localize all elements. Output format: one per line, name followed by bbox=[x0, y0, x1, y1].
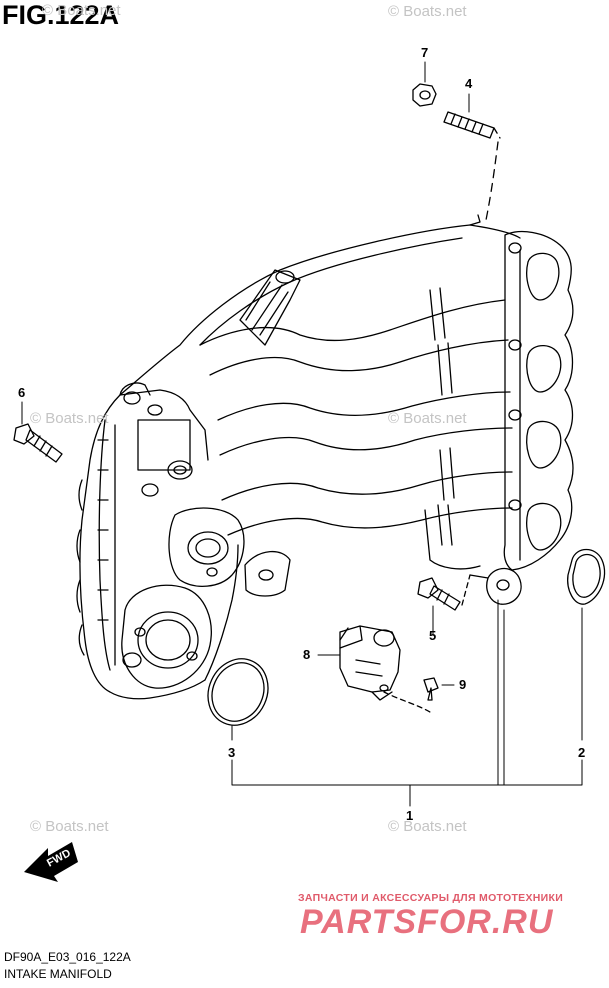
screw-drawing bbox=[423, 677, 439, 701]
o-ring-left-drawing bbox=[207, 658, 269, 726]
callout-4[interactable]: 4 bbox=[465, 76, 473, 91]
callout-5[interactable]: 5 bbox=[429, 628, 437, 643]
sensor-drawing bbox=[339, 625, 431, 713]
port-flange-drawing bbox=[469, 231, 574, 605]
bolt-6-drawing bbox=[13, 423, 63, 463]
watermark: © Boats.net bbox=[42, 2, 121, 19]
watermark: © Boats.net bbox=[388, 410, 467, 427]
callout-7[interactable]: 7 bbox=[421, 45, 429, 60]
bolt-5-drawing bbox=[417, 574, 471, 611]
watermark: © Boats.net bbox=[30, 410, 109, 427]
nut-drawing bbox=[412, 83, 437, 107]
watermark: © Boats.net bbox=[388, 3, 467, 20]
advert-logo: PARTSFOR.RU bbox=[300, 903, 554, 941]
callout-8[interactable]: 8 bbox=[303, 647, 311, 662]
callout-6[interactable]: 6 bbox=[18, 385, 26, 400]
model-code: DF90A_E03_016_122A bbox=[4, 950, 131, 964]
advert-tagline: ЗАПЧАСТИ И АКСЕССУАРЫ ДЛЯ МОТОТЕХНИКИ bbox=[298, 892, 564, 904]
figure-title: FIG.122A bbox=[2, 0, 120, 30]
callout-3[interactable]: 3 bbox=[228, 745, 236, 760]
callout-2[interactable]: 2 bbox=[578, 745, 586, 760]
watermark: © Boats.net bbox=[388, 818, 467, 835]
fwd-arrow: FWD bbox=[24, 842, 78, 882]
callout-1[interactable]: 1 bbox=[406, 808, 414, 823]
intake-manifold-drawing bbox=[76, 214, 521, 700]
leader-lines bbox=[21, 61, 583, 807]
gasket-right-drawing bbox=[567, 548, 606, 605]
stud-bolt-drawing bbox=[443, 111, 501, 221]
callout-9[interactable]: 9 bbox=[459, 677, 467, 692]
figure-caption: INTAKE MANIFOLD bbox=[4, 967, 112, 981]
watermark: © Boats.net bbox=[30, 818, 109, 835]
